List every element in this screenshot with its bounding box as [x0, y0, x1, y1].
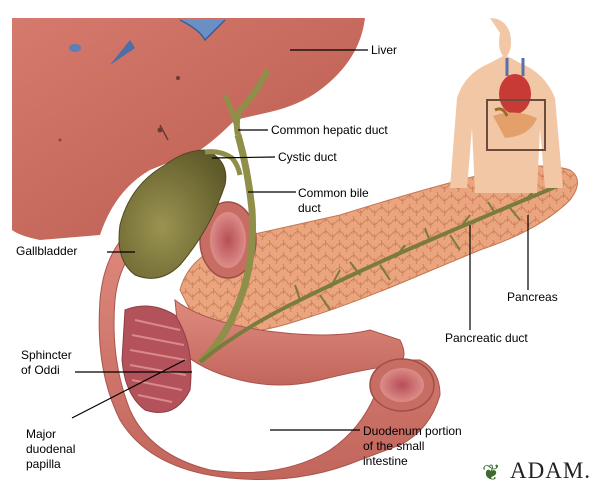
label-gallbladder: Gallbladder — [16, 244, 77, 259]
adam-leaf-icon: ❦ — [482, 462, 500, 484]
label-sphincter-of-oddi: Sphincter of Oddi — [21, 348, 72, 378]
label-cystic-duct: Cystic duct — [278, 150, 337, 165]
adam-logo: ADAM. — [510, 459, 591, 483]
label-major-duodenal-papilla: Major duodenal papilla — [26, 427, 75, 472]
body-inset — [450, 18, 563, 193]
label-pancreatic-duct: Pancreatic duct — [445, 331, 528, 346]
label-duodenum: Duodenum portion of the small intestine — [363, 424, 462, 469]
label-common-bile-duct: Common bile duct — [298, 186, 369, 216]
leader-cystic-duct — [212, 157, 275, 158]
label-common-hepatic-duct: Common hepatic duct — [271, 123, 388, 138]
label-pancreas: Pancreas — [507, 290, 558, 305]
label-liver: Liver — [371, 43, 397, 58]
